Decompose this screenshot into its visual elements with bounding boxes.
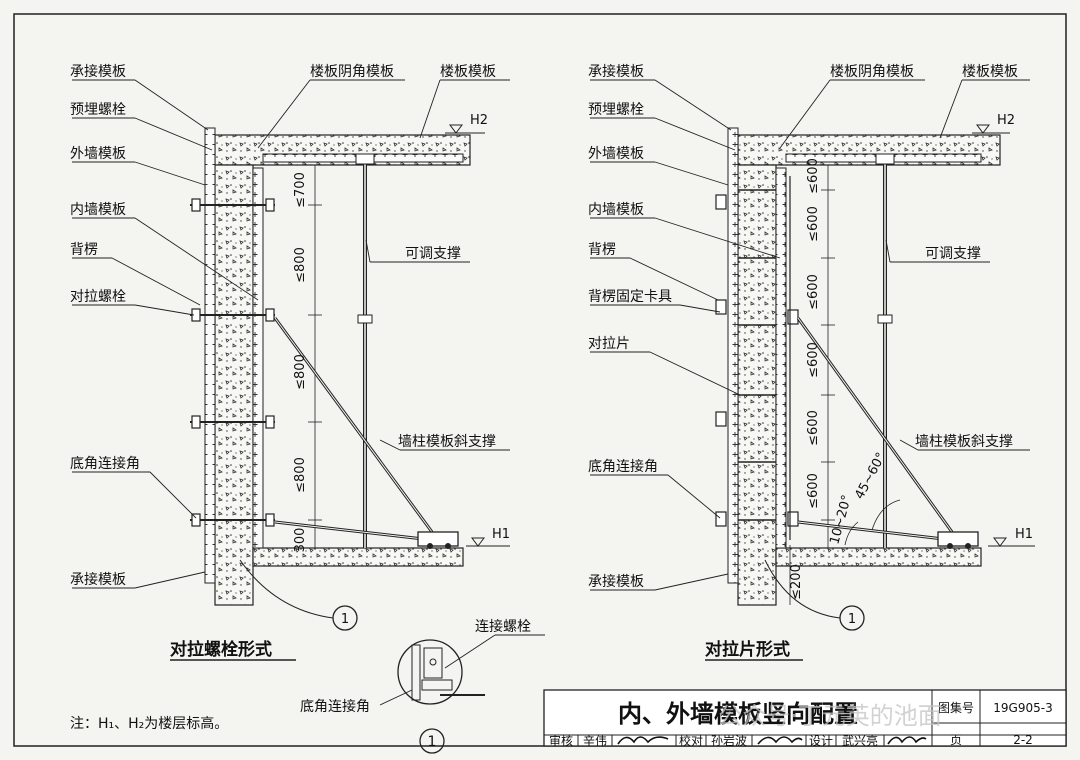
page-label: 页 [950,733,962,747]
caption-right: 对拉片形式 [705,639,790,660]
r-label-back-ridge: 背楞 [588,242,616,258]
label-slab-corner-form: 楼板阴角模板 [310,64,394,80]
detail-1: 连接螺栓 底角连接角 1 [300,618,545,754]
review-label: 审核 [549,733,573,748]
drawing-title: 内、外墙模板竖向配置 [618,700,858,728]
right-wall [737,164,777,606]
designer-name: 武兴亮 [842,733,878,748]
label-adjustable-prop: 可调支撑 [405,246,461,262]
r-label-bottom-corner: 底角连接角 [588,458,658,475]
r-dim-6: ≤200 [789,564,804,600]
label-diagonal-brace: 墙柱模板斜支撑 [398,434,496,450]
note: 注：H₁、H₂为楼层标高。 [70,715,228,732]
r-label-inner-wall-form: 内墙模板 [588,202,644,218]
left-brace-base [417,531,459,547]
left-inner-form [252,167,264,549]
detail-connect-bolt: 连接螺栓 [475,618,531,635]
label-outer-wall-form: 外墙模板 [70,146,126,162]
sheet-border [13,13,1067,747]
r-label-ridge-clamp: 背楞固定卡具 [588,289,672,305]
r-label-support-board-bottom: 承接模板 [588,573,644,590]
dim-4: 300 [293,528,308,553]
checker-name: 孙岩波 [711,733,747,748]
title-block: 内、外墙模板竖向配置 图集号 19G905-3 审核 辛伟 校对 孙岩波 设计 … [543,689,1067,748]
r-label-slab-form: 楼板模板 [962,64,1018,80]
label-support-board-top: 承接模板 [70,63,126,80]
r-dim-0: ≤600 [806,158,821,194]
checker-signature [757,736,803,745]
label-support-board-bottom: 承接模板 [70,571,126,588]
r-label-slab-corner-form: 楼板阴角模板 [830,64,914,80]
r-detail-ref: 1 [848,612,856,627]
dim-0: ≤700 [293,172,308,208]
r-label-tie-plate: 对拉片 [588,336,630,352]
check-label: 校对 [679,733,703,748]
atlas-label: 图集号 [938,700,974,715]
label-embedded-bolt: 预埋螺栓 [70,102,126,118]
r-level-top: H2 [997,113,1015,128]
detail-ref-label: 1 [428,734,437,750]
r-dim-3: ≤600 [806,342,821,378]
r-dim-4: ≤600 [806,410,821,446]
level-bottom: H1 [492,527,510,542]
reviewer-name: 辛伟 [583,734,607,748]
right-brace-base [937,531,979,547]
r-label-embedded-bolt: 预埋螺栓 [588,102,644,118]
dim-3: ≤800 [293,457,308,493]
r-dim-2: ≤600 [806,274,821,310]
label-back-ridge: 背楞 [70,242,98,258]
reviewer-signature [617,736,669,745]
detail-ref: 1 [341,612,349,627]
r-label-support-board-top: 承接模板 [588,63,644,80]
label-bottom-corner: 底角连接角 [70,455,140,472]
watermark: 公众号·丁元英的池面 [718,702,942,730]
left-outer-form [204,127,216,584]
designer-signature [887,736,927,745]
page-number: 2-2 [1013,733,1033,747]
level-top: H2 [470,113,488,128]
left-wall [214,164,254,606]
left-view: 承接模板 预埋螺栓 外墙模板 内墙模板 背楞 对拉螺栓 底角连接角 承接模板 楼… [70,63,510,661]
label-tie-bolt: 对拉螺栓 [70,289,126,305]
right-bottom-slab [775,547,982,567]
r-level-bottom: H1 [1015,527,1033,542]
atlas-number: 19G905-3 [993,701,1052,715]
right-view: 承接模板 预埋螺栓 外墙模板 内墙模板 背楞 背楞固定卡具 对拉片 底角连接角 … [588,63,1035,661]
design-label: 设计 [809,734,833,748]
caption-left: 对拉螺栓形式 [170,639,272,660]
r-dim-5: ≤600 [806,473,821,509]
left-bottom-slab [252,547,464,567]
dim-2: ≤800 [293,354,308,390]
dim-1: ≤800 [293,247,308,283]
r-dim-1: ≤600 [806,206,821,242]
r-label-diagonal-brace: 墙柱模板斜支撑 [915,434,1013,450]
right-outer-form [727,127,739,584]
r-label-outer-wall-form: 外墙模板 [588,146,644,162]
right-inner-form [775,167,787,549]
r-label-adjustable-prop: 可调支撑 [925,246,981,262]
label-inner-wall-form: 内墙模板 [70,202,126,218]
detail-bottom-corner: 底角连接角 [300,698,370,715]
label-slab-form: 楼板模板 [440,64,496,80]
